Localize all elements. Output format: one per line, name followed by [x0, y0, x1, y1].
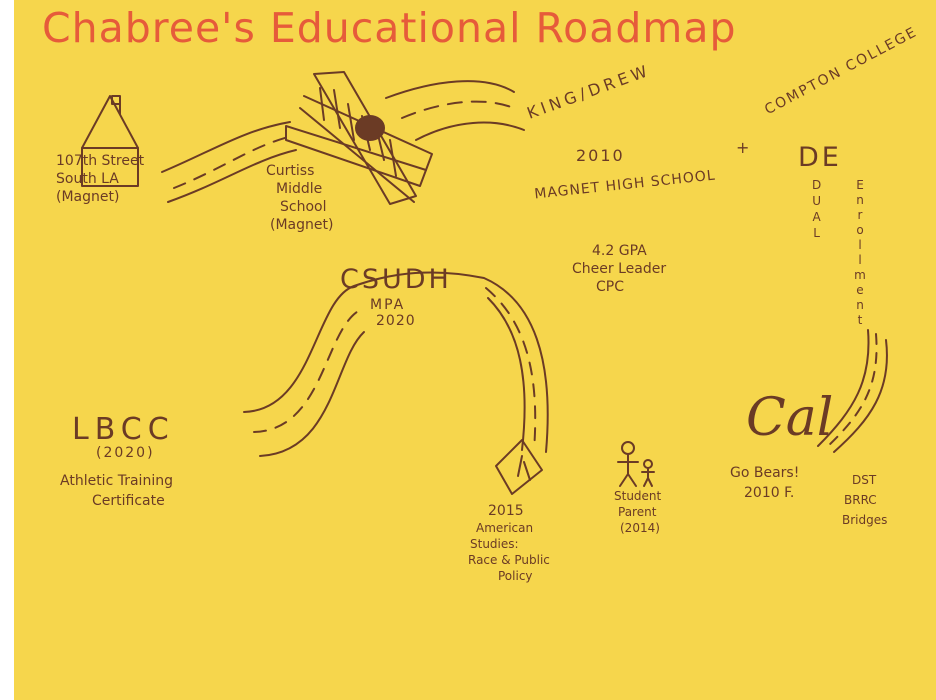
middle-line-3: School [280, 200, 326, 215]
parent-line-3: (2014) [620, 522, 660, 535]
high-school-role-1: Cheer Leader [572, 262, 666, 277]
degree-line-3: Race & Public [468, 554, 550, 567]
parent-line-2: Parent [618, 506, 656, 519]
graduation-cap-icon [496, 440, 542, 494]
degree-year: 2015 [488, 504, 524, 519]
cal-year: 2010 F. [744, 486, 794, 501]
elementary-line-3: (Magnet) [56, 190, 119, 205]
lbcc-year: (2020) [96, 446, 155, 461]
enrollment-label: Enrollment [854, 178, 866, 328]
degree-line-1: American [476, 522, 533, 535]
degree-line-4: Policy [498, 570, 533, 583]
lbcc-name: LBCC [72, 414, 175, 446]
roadmap-drawing [14, 0, 936, 700]
dual-enrollment-de: DE [798, 144, 842, 172]
parent-line-1: Student [614, 490, 661, 503]
degree-line-2: Studies: [470, 538, 519, 551]
csudh-degree: MPA [370, 298, 405, 313]
csudh-name: CSUDH [340, 266, 452, 294]
page-title: Chabree's Educational Roadmap [42, 4, 736, 52]
middle-line-1: Curtiss [266, 164, 314, 179]
cal-program-1: DST [852, 474, 876, 487]
stick-figure-icon [618, 442, 654, 486]
cal-slogan: Go Bears! [730, 466, 799, 481]
plus-sign: + [736, 140, 749, 157]
middle-line-4: (Magnet) [270, 218, 333, 233]
dual-label: DUAL [810, 178, 823, 242]
lbcc-line-2: Certificate [92, 494, 165, 509]
high-school-year: 2010 [576, 148, 625, 165]
cal-logo: Cal [746, 388, 833, 448]
high-school-gpa: 4.2 GPA [592, 244, 647, 259]
road-segment-2 [386, 81, 524, 140]
elementary-line-2: South LA [56, 172, 119, 187]
middle-line-2: Middle [276, 182, 322, 197]
csudh-year: 2020 [376, 314, 416, 329]
elementary-line-1: 107th Street [56, 154, 144, 169]
cal-program-2: BRRC [844, 494, 877, 507]
lbcc-line-1: Athletic Training [60, 474, 173, 489]
roadmap-poster: Chabree's Educational Roadmap 107th Stre… [14, 0, 936, 700]
high-school-role-2: CPC [596, 280, 624, 295]
cal-program-3: Bridges [842, 514, 887, 527]
